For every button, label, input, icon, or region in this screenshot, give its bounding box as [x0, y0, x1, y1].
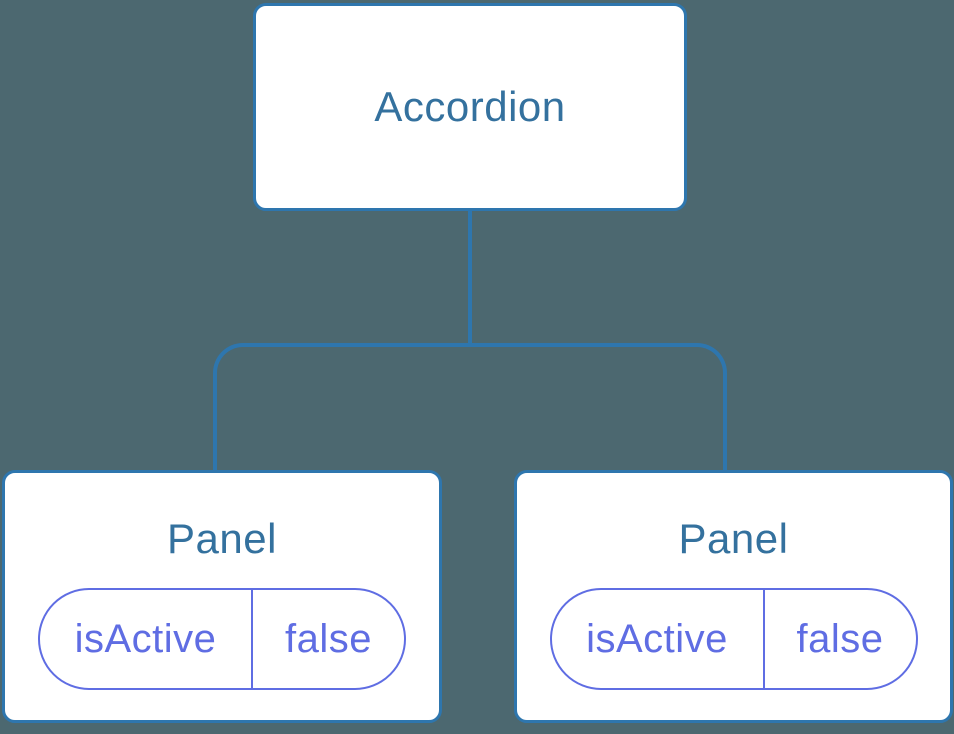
panel-label: Panel: [167, 515, 277, 562]
panel-node-right: Panel isActive false: [514, 470, 953, 723]
state-value: false: [796, 616, 884, 661]
connector-stem: [468, 210, 472, 345]
state-value: false: [285, 616, 372, 661]
panel-label: Panel: [678, 515, 789, 562]
state-key: isActive: [40, 590, 253, 688]
state-pill: isActive false: [549, 588, 918, 690]
panel-node-left: Panel isActive false: [2, 470, 442, 723]
state-key: isActive: [552, 590, 765, 688]
accordion-label: Accordion: [374, 83, 566, 130]
state-pill: isActive false: [38, 588, 406, 690]
connector-branch: [213, 343, 727, 471]
accordion-node: Accordion: [253, 3, 687, 211]
